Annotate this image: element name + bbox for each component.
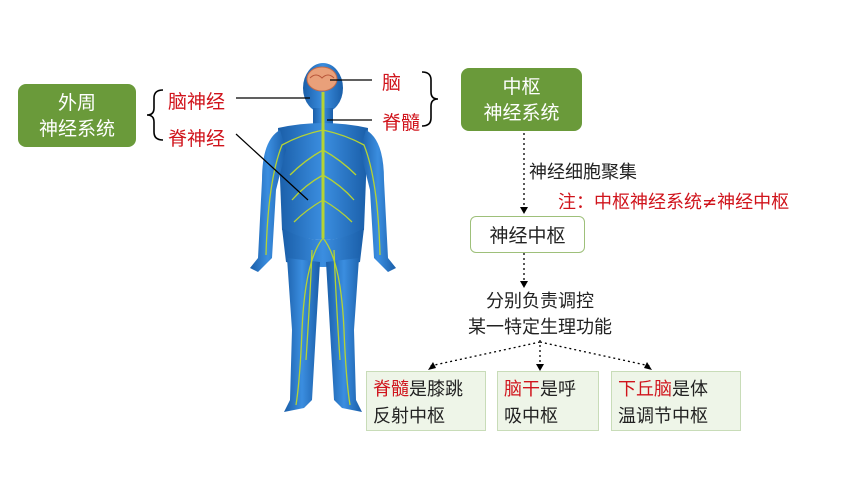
spinal-nerve-pointer xyxy=(235,133,309,201)
example-box-brainstem: 脑干是呼 吸中枢 xyxy=(497,371,599,431)
example-box-hypothalamus: 下丘脑是体 温调节中枢 xyxy=(611,371,741,431)
peripheral-box-line2: 神经系统 xyxy=(38,117,115,140)
nerve-center-box: 神经中枢 xyxy=(470,216,585,253)
nerve-branches xyxy=(265,129,381,406)
flow-step2-line2: 某一特定生理功能 xyxy=(468,317,612,338)
example-highlight: 脑干 xyxy=(504,379,540,400)
left-arm-shape xyxy=(250,130,286,272)
example-box-spinal-cord: 脊髓是膝跳 反射中枢 xyxy=(366,371,486,431)
central-nervous-system-box: 中枢 神经系统 xyxy=(461,68,582,131)
flow-step2-line1: 分别负责调控 xyxy=(486,291,594,312)
brain-label: 脑 xyxy=(382,72,402,94)
example-text-line2: 温调节中枢 xyxy=(618,406,708,427)
flow-step2: 分别负责调控 某一特定生理功能 xyxy=(440,289,640,341)
central-box-line1: 中枢 xyxy=(502,75,541,98)
example-text: 是膝跳 xyxy=(409,379,463,400)
example-text: 是呼 xyxy=(540,379,576,400)
example-text: 是体 xyxy=(672,379,708,400)
flow-step1: 神经细胞聚集 xyxy=(529,162,637,183)
example-highlight: 下丘脑 xyxy=(618,379,672,400)
brain-nerve-label: 脑神经 xyxy=(168,91,226,113)
left-brace xyxy=(146,89,164,141)
peripheral-nervous-system-box: 外周 神经系统 xyxy=(18,84,136,147)
central-box-line2: 神经系统 xyxy=(483,101,560,124)
right-arm-shape xyxy=(360,130,396,272)
spinal-cord-label: 脊髓 xyxy=(382,112,421,134)
spinal-nerve-label: 脊神经 xyxy=(168,128,226,150)
arrow-heads xyxy=(428,207,652,371)
peripheral-box-line1: 外周 xyxy=(57,91,96,114)
example-text-line2: 吸中枢 xyxy=(504,406,558,427)
note-text: 注：中枢神经系统≠神经中枢 xyxy=(558,192,790,213)
flow-arrows xyxy=(429,133,651,367)
example-text-line2: 反射中枢 xyxy=(373,406,445,427)
brain-shape xyxy=(306,66,338,92)
example-highlight: 脊髓 xyxy=(373,379,409,400)
right-brace xyxy=(421,71,439,127)
